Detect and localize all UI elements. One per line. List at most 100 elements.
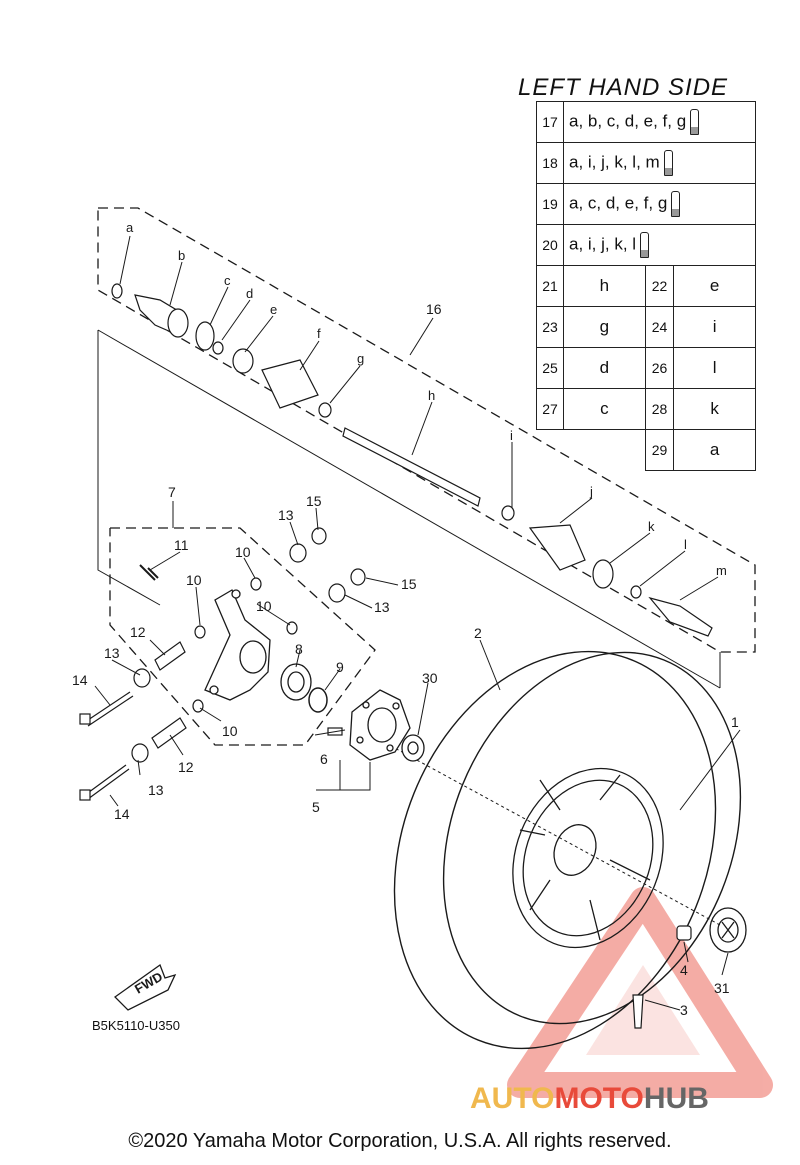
callout-10-a: 10	[235, 544, 251, 560]
wheel-hub	[349, 689, 411, 761]
callout-4: 4	[680, 962, 688, 978]
small-parts	[79, 527, 366, 801]
ref-letter: d	[563, 347, 646, 389]
kit-row: 17 a, b, c, d, e, f, g	[536, 101, 756, 143]
callout-3: 3	[680, 1002, 688, 1018]
pair-row: 29 a	[537, 429, 756, 471]
watermark-triangle	[507, 887, 773, 1098]
ref-letter: i	[673, 306, 756, 348]
callout-5: 5	[312, 799, 320, 815]
ref-letter: a	[673, 429, 756, 471]
callout-13-left: 13	[104, 645, 120, 661]
callout-8: 8	[295, 641, 303, 657]
grease-tube-icon	[640, 232, 650, 258]
callout-1: 1	[731, 714, 739, 730]
tire	[393, 650, 742, 1050]
shaft-assembly-frame	[97, 207, 756, 653]
ref-number: 25	[536, 347, 564, 389]
kit-codes: a, c, d, e, f, g	[569, 193, 668, 213]
ref-letter: h	[563, 265, 646, 307]
kit-codes-cell: a, i, j, k, l, m	[563, 142, 756, 184]
callout-e: e	[270, 302, 277, 317]
kit-number: 20	[536, 224, 564, 266]
grease-tube-icon	[690, 109, 700, 135]
grease-tube-icon	[663, 150, 673, 176]
kit-codes-cell: a, b, c, d, e, f, g	[563, 101, 756, 143]
tire-valve	[632, 994, 644, 1029]
callout-10-b: 10	[186, 572, 202, 588]
callout-12-top: 12	[130, 624, 146, 640]
ref-number: 23	[536, 306, 564, 348]
ref-number: 24	[644, 306, 675, 348]
callout-c: c	[224, 273, 231, 288]
kit-number: 17	[536, 101, 564, 143]
callout-15-right: 15	[401, 576, 417, 592]
watermark-logo: AUTOMOTOHUB	[470, 1082, 709, 1116]
callout-7: 7	[168, 484, 176, 500]
callout-6: 6	[320, 751, 328, 767]
callout-k: k	[648, 519, 655, 534]
pair-row: 23 g 24 i	[536, 306, 756, 348]
callout-i: i	[510, 428, 513, 443]
kit-legend-table: 17 a, b, c, d, e, f, g 18 a, i, j, k, l,…	[536, 101, 756, 471]
wheel-rim	[512, 767, 664, 949]
ref-number: 28	[644, 388, 675, 430]
diagram-part-code: B5K5110-U350	[92, 1018, 180, 1033]
copyright-notice: ©2020 Yamaha Motor Corporation, U.S.A. A…	[128, 1130, 672, 1152]
callout-10-c: 10	[256, 598, 272, 614]
pair-row: 25 d 26 l	[536, 347, 756, 389]
callout-j: j	[589, 484, 593, 499]
ref-letter: e	[673, 265, 756, 307]
kit-codes-cell: a, c, d, e, f, g	[563, 183, 756, 225]
ref-number: 26	[644, 347, 675, 389]
kit-codes: a, b, c, d, e, f, g	[569, 111, 687, 131]
empty-cell	[564, 430, 646, 471]
callout-13-right: 13	[374, 599, 390, 615]
callout-f: f	[317, 326, 321, 341]
ref-number: 21	[536, 265, 564, 307]
kit-number: 19	[536, 183, 564, 225]
empty-cell	[537, 430, 564, 471]
kit-row: 19 a, c, d, e, f, g	[536, 183, 756, 225]
axle-centerline	[379, 739, 721, 926]
grease-nipple	[139, 564, 159, 581]
callout-a: a	[126, 220, 134, 235]
side-title: LEFT HAND SIDE	[518, 74, 729, 101]
shaft-parts	[111, 283, 713, 637]
callout-g: g	[357, 351, 364, 366]
ref-letter: k	[673, 388, 756, 430]
axle-nut	[401, 734, 425, 762]
bearing	[280, 663, 312, 701]
ref-letter: g	[563, 306, 646, 348]
ref-number: 29	[644, 429, 675, 471]
callout-b: b	[178, 248, 185, 263]
callout-9: 9	[336, 659, 344, 675]
watermark-text-auto: AUTO	[470, 1082, 555, 1115]
callout-l: l	[684, 537, 687, 552]
callout-14-bottom: 14	[114, 806, 130, 822]
ref-letter: c	[563, 388, 646, 430]
ref-letter: l	[673, 347, 756, 389]
wheel-cap	[709, 907, 747, 953]
callout-h: h	[428, 388, 435, 403]
kit-row: 20 a, i, j, k, l	[536, 224, 756, 266]
watermark-text-hub: HUB	[643, 1082, 709, 1115]
kit-codes: a, i, j, k, l	[569, 234, 637, 254]
callout-labels: a b c d e f g h i j k l m 16 7 11 13 15 …	[72, 220, 739, 1018]
callout-11: 11	[174, 537, 189, 553]
callout-16: 16	[426, 301, 442, 317]
callout-13-bottom: 13	[148, 782, 164, 798]
grease-tube-icon	[671, 191, 681, 217]
callout-2: 2	[474, 625, 482, 641]
wheel-nut	[676, 925, 692, 941]
callout-13-top: 13	[278, 507, 294, 523]
knuckle-assembly-frame	[109, 527, 376, 746]
leader-lines	[94, 235, 741, 1011]
kit-codes-cell: a, i, j, k, l	[563, 224, 756, 266]
callout-m: m	[716, 563, 727, 578]
kit-codes: a, i, j, k, l, m	[569, 152, 660, 172]
fwd-arrow: FWD	[113, 963, 177, 1011]
callout-14-top: 14	[72, 672, 88, 688]
kit-number: 18	[536, 142, 564, 184]
